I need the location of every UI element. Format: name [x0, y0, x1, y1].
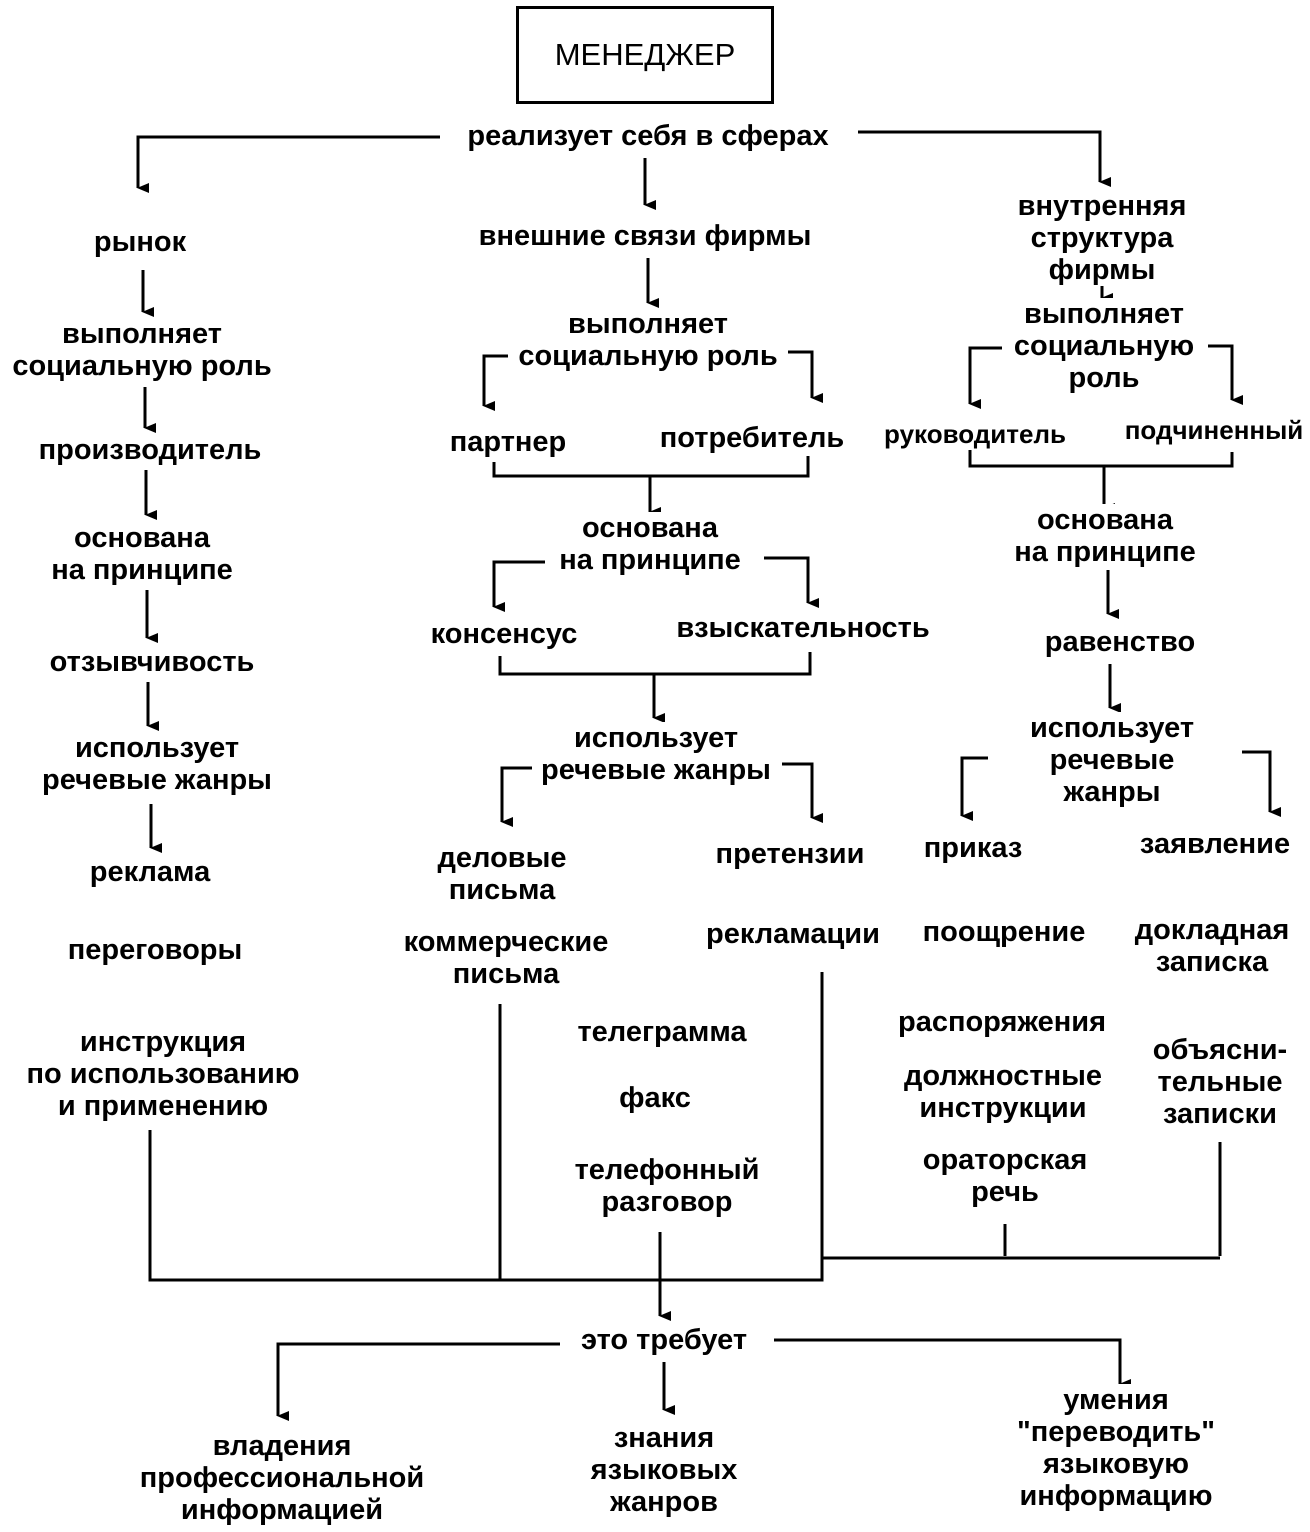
left-principle-verb: основана на принципе	[47, 522, 237, 586]
middle-genre-commercial-letters: коммерческие письма	[399, 926, 613, 990]
sphere-market: рынок	[89, 226, 191, 258]
middle-role-consumer: потребитель	[655, 422, 849, 454]
left-role: производитель	[34, 434, 266, 466]
middle-genre-fax: факс	[615, 1082, 695, 1114]
requires-label: это требует	[576, 1324, 752, 1356]
left-genre-advertising: реклама	[85, 856, 215, 888]
right-genre-explanatory-notes: объясни- тельные записки	[1148, 1034, 1292, 1130]
requirement-language-genres: знания языковых жанров	[586, 1422, 742, 1518]
right-genre-encouragement: поощрение	[918, 916, 1090, 948]
right-genre-oratory: ораторская речь	[918, 1144, 1092, 1208]
requirement-professional-info: владения профессиональной информацией	[135, 1430, 429, 1526]
middle-principle-consensus: консенсус	[426, 618, 582, 650]
right-genre-directives: распоряжения	[893, 1006, 1111, 1038]
right-genre-application: заявление	[1135, 828, 1295, 860]
middle-principle-verb: основана на принципе	[555, 512, 745, 576]
left-genre-negotiations: переговоры	[63, 934, 247, 966]
right-principle-equality: равенство	[1040, 626, 1200, 658]
right-role-subordinate: подчиненный	[1120, 414, 1308, 446]
sphere-external-relations: внешние связи фирмы	[474, 220, 816, 252]
middle-genre-reclamations: рекламации	[702, 918, 884, 950]
left-principle: отзывчивость	[45, 646, 259, 678]
left-role-verb: выполняет социальную роль	[8, 318, 276, 382]
right-role-manager: руководитель	[880, 418, 1070, 450]
right-principle-verb: основана на принципе	[1010, 504, 1200, 568]
middle-role-verb: выполняет социальную роль	[514, 308, 782, 372]
right-genre-memo: докладная записка	[1130, 914, 1294, 978]
right-role-verb: выполняет социальную роль	[1009, 298, 1199, 394]
middle-principle-exactingness: взыскательность	[672, 612, 934, 644]
right-genre-job-instructions: должностные инструкции	[900, 1060, 1106, 1124]
sphere-internal-structure: внутренняя структура фирмы	[998, 190, 1206, 286]
right-genres-verb: использует речевые жанры	[1013, 712, 1211, 808]
root-node-manager: МЕНЕДЖЕР	[516, 6, 774, 104]
middle-genre-telegram: телеграмма	[573, 1016, 751, 1048]
middle-genre-claims: претензии	[711, 838, 869, 870]
requirement-translate-info: умения "переводить" языковую информацию	[1012, 1384, 1220, 1512]
middle-genre-business-letters: деловые письма	[433, 842, 571, 906]
left-genres-verb: использует речевые жанры	[38, 732, 276, 796]
middle-genres-verb: использует речевые жанры	[537, 722, 775, 786]
left-genre-instruction: инструкция по использованию и применению	[22, 1026, 304, 1122]
middle-role-partner: партнер	[445, 426, 571, 458]
right-genre-order: приказ	[919, 832, 1027, 864]
middle-genre-phone-call: телефонный разговор	[570, 1154, 764, 1218]
realizes-label: реализует себя в сферах	[463, 120, 833, 152]
